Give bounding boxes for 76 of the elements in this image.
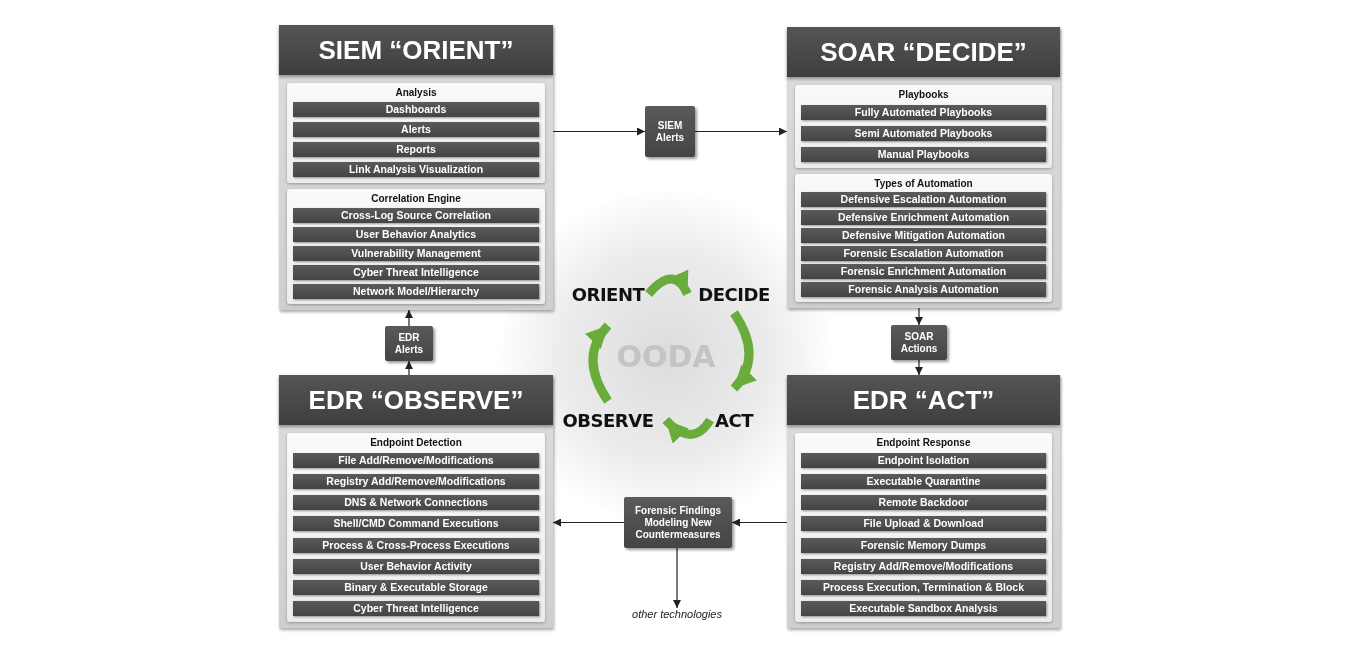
process-box: EDR Alerts (385, 326, 433, 361)
cycle-arrow (585, 322, 612, 404)
stage-label: ORIENT (571, 283, 645, 305)
list-item-bar: Manual Playbooks (801, 146, 1046, 162)
panel-header: EDR “ACT” (787, 375, 1060, 425)
list-item-bar: Forensic Analysis Automation (801, 282, 1046, 298)
section-card (287, 433, 545, 622)
list-item-bar: Remote Backdoor (801, 495, 1046, 511)
list-item-bar: Registry Add/Remove/Modifications (293, 474, 539, 490)
list-item-bar: DNS & Network Connections (293, 495, 539, 511)
list-item-bar: User Behavior Analytics (293, 226, 539, 242)
section-card (795, 173, 1052, 302)
list-item-bar: Cyber Threat Intelligence (293, 264, 539, 280)
list-item-bar: Endpoint Isolation (801, 453, 1046, 469)
list-item-bar: Fully Automated Playbooks (801, 104, 1046, 120)
section-title: Endpoint Detection (369, 436, 463, 449)
arrow (405, 360, 413, 376)
section-card (795, 433, 1052, 622)
panel-card (279, 25, 553, 310)
arrow (915, 359, 923, 376)
process-box: SIEM Alerts (645, 106, 695, 157)
panel-header: EDR “OBSERVE” (279, 375, 553, 425)
section-card (287, 83, 545, 183)
arrow (552, 518, 625, 527)
list-item-bar: User Behavior Activity (293, 558, 539, 574)
list-item-bar: Forensic Enrichment Automation (801, 264, 1046, 280)
cycle-arrow (645, 269, 692, 297)
section-title: Playbooks (897, 88, 950, 101)
list-item-bar: Link Analysis Visualization (293, 162, 539, 178)
list-item-bar: Reports (293, 142, 539, 158)
list-item-bar: Process & Cross-Process Executions (293, 537, 539, 553)
list-item-bar: Forensic Memory Dumps (801, 537, 1046, 553)
process-box: SOAR Actions (891, 325, 947, 360)
section-card (795, 85, 1052, 168)
panel-header: SOAR “DECIDE” (787, 27, 1060, 77)
stage-label: DECIDE (698, 283, 770, 305)
process-box: Forensic Findings Modeling New Countermeasures (624, 497, 732, 548)
stage-label: ACT (715, 409, 753, 431)
panel-card (279, 375, 553, 628)
list-item-bar: Alerts (293, 122, 539, 138)
section-title: Endpoint Response (875, 436, 972, 449)
stage-label: OBSERVE (562, 409, 654, 431)
list-item-bar: Binary & Executable Storage (293, 579, 539, 595)
list-item-bar: Defensive Enrichment Automation (801, 210, 1046, 226)
section-card (287, 188, 545, 304)
list-item-bar: Cyber Threat Intelligence (293, 600, 539, 616)
panel-card (787, 375, 1060, 628)
arrow (552, 127, 646, 136)
list-item-bar: Defensive Escalation Automation (801, 192, 1046, 208)
list-item-bar: Process Execution, Termination & Block (801, 579, 1046, 595)
list-item-bar: Executable Sandbox Analysis (801, 600, 1046, 616)
list-item-bar: Cross-Log Source Correlation (293, 207, 539, 223)
list-item-bar: Defensive Mitigation Automation (801, 228, 1046, 244)
list-item-bar: Shell/CMD Command Executions (293, 516, 539, 532)
arrow (915, 307, 923, 326)
list-item-bar: Dashboards (293, 102, 539, 118)
section-title: Correlation Engine (370, 191, 462, 205)
arrow (405, 309, 413, 327)
list-item-bar: Network Model/Hierarchy (293, 283, 539, 299)
note-text: other technologies (632, 608, 722, 620)
panel-header: SIEM “ORIENT” (279, 25, 553, 75)
list-item-bar: Semi Automated Playbooks (801, 125, 1046, 141)
section-title: Analysis (394, 86, 438, 99)
list-item-bar: Vulnerability Management (293, 245, 539, 261)
list-item-bar: File Add/Remove/Modifications (293, 453, 539, 469)
list-item-bar: File Upload & Download (801, 516, 1046, 532)
list-item-bar: Forensic Escalation Automation (801, 246, 1046, 262)
arrow (694, 127, 788, 136)
arrow (731, 518, 788, 527)
section-title: Types of Automation (873, 176, 974, 190)
cycle-arrow (730, 310, 757, 392)
list-item-bar: Executable Quarantine (801, 474, 1046, 490)
arrow (673, 547, 681, 609)
cycle-arrow (662, 416, 714, 444)
list-item-bar: Registry Add/Remove/Modifications (801, 558, 1046, 574)
panel-card (787, 27, 1060, 308)
